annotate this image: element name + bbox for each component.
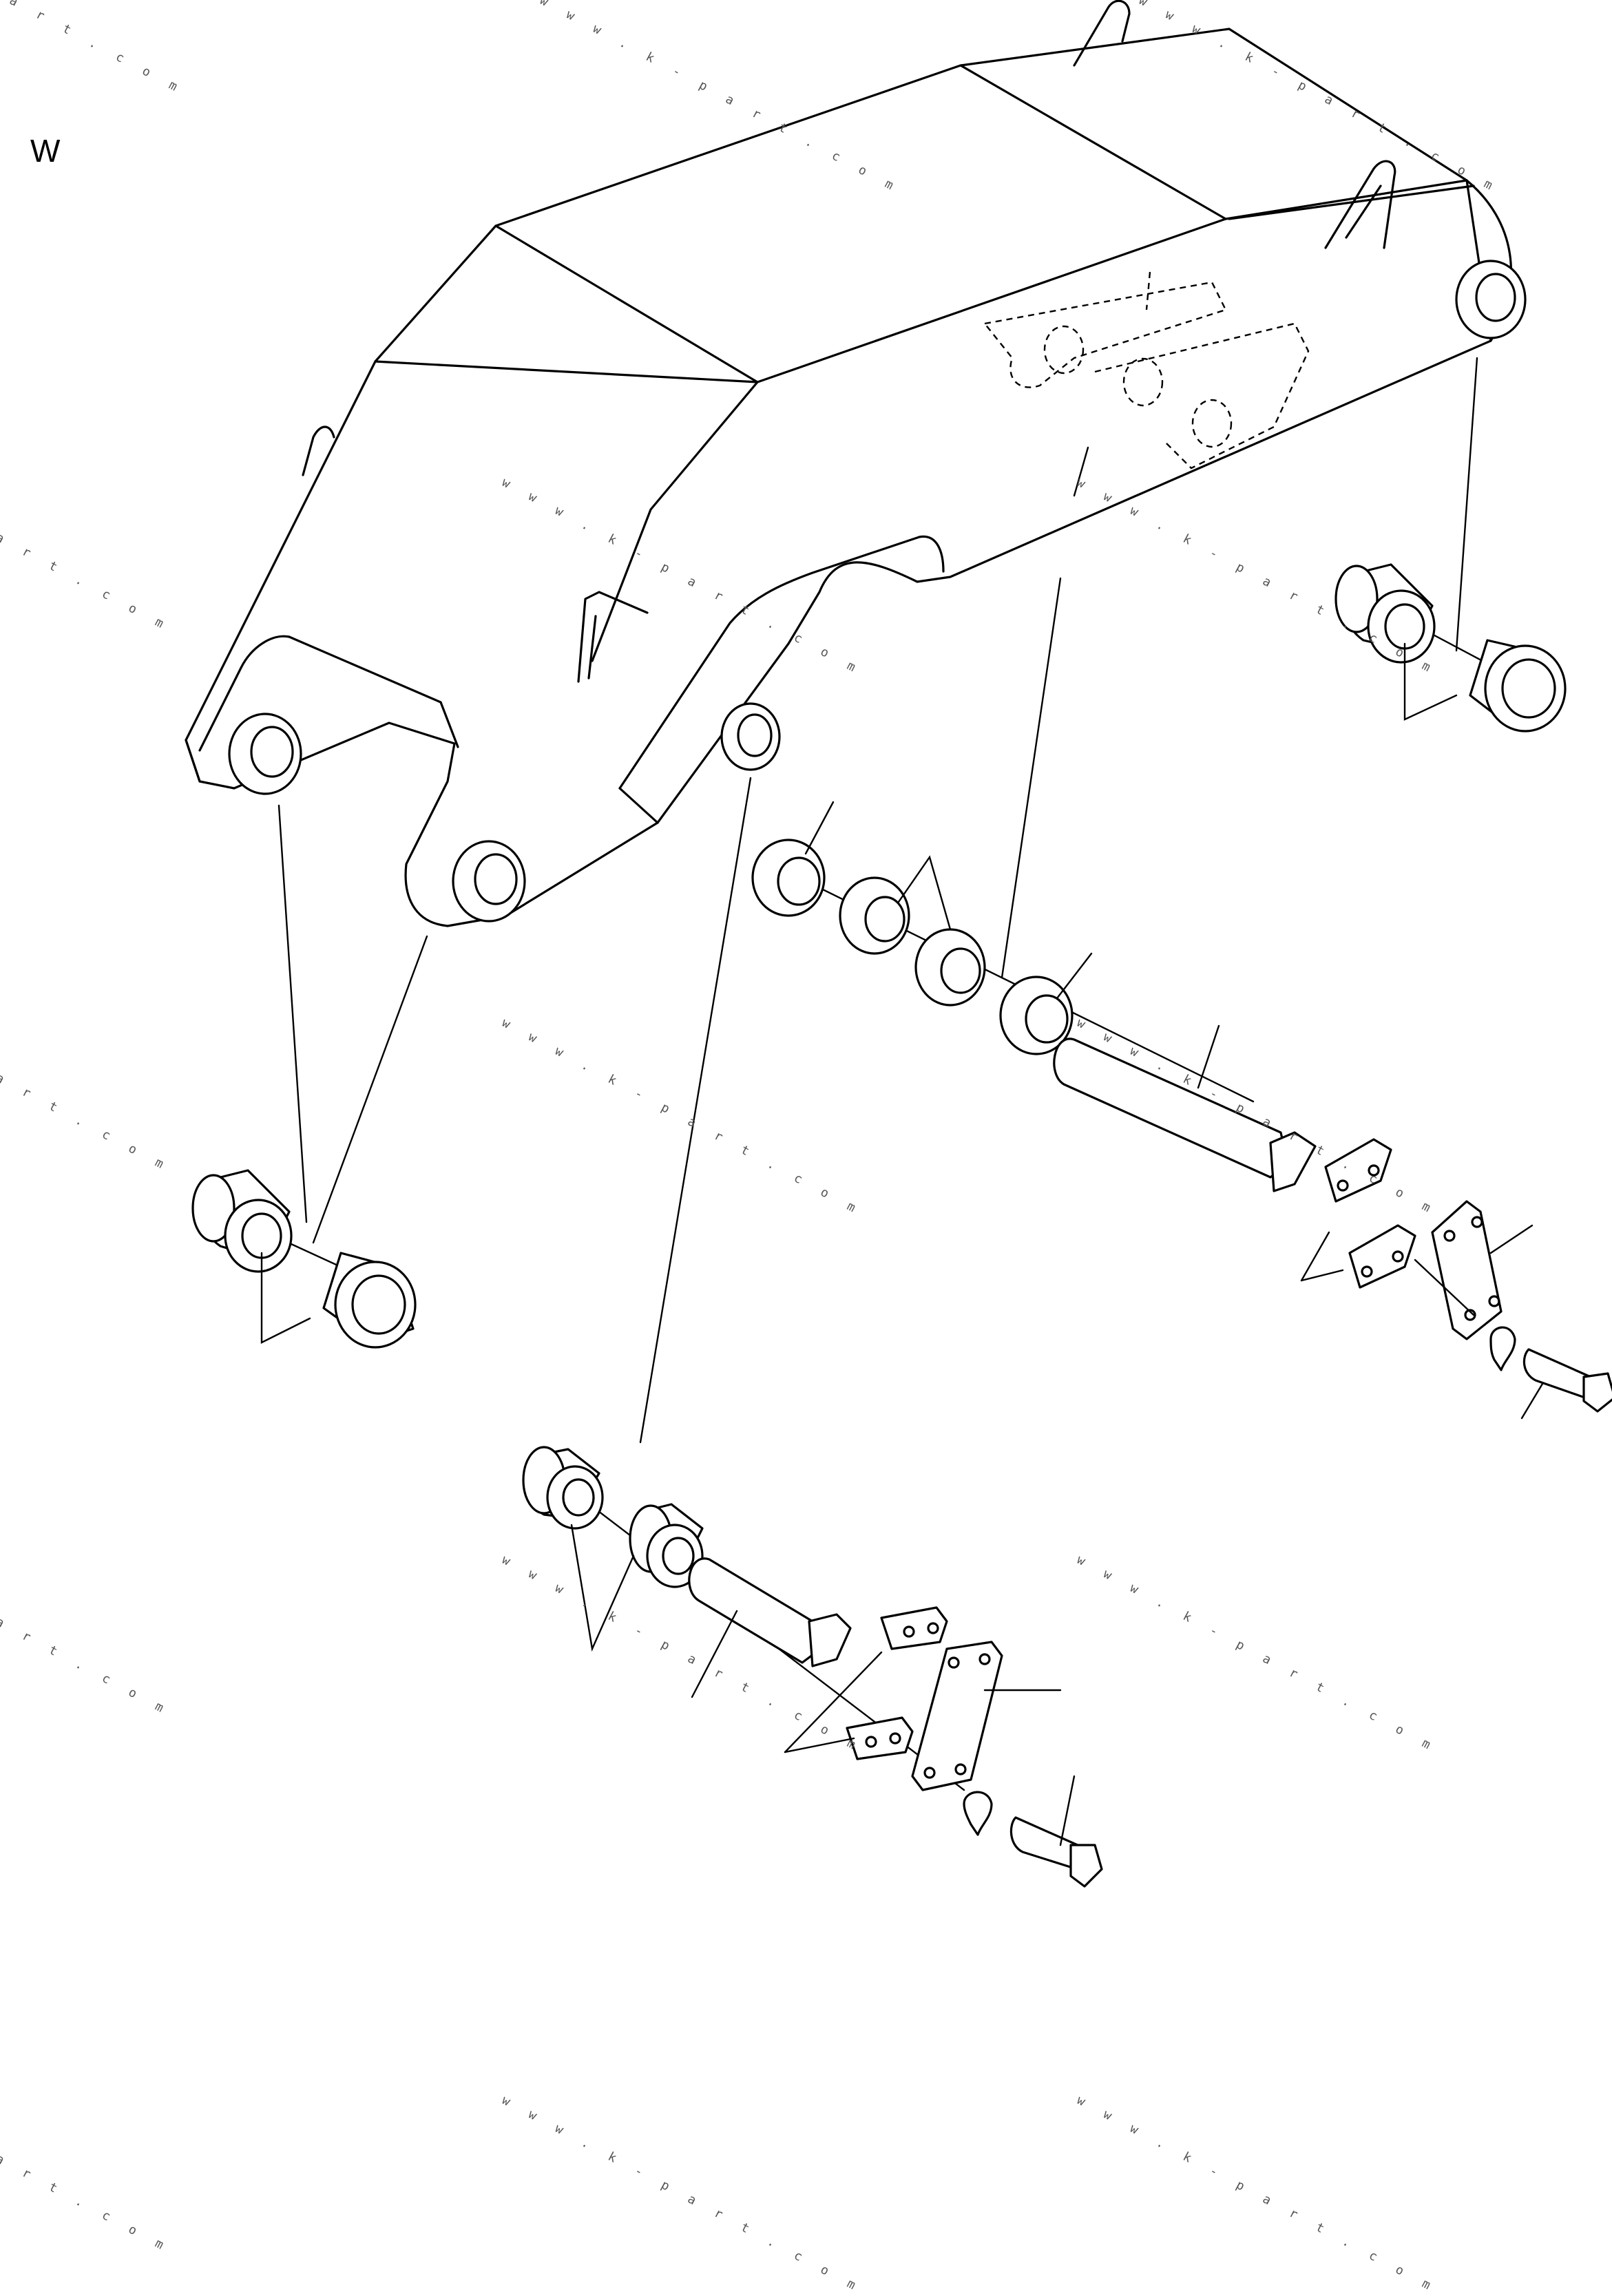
boom-tip-boss (1455, 260, 1527, 339)
cylinder-pin-assembly (751, 801, 1612, 1420)
boom-body (185, 0, 1513, 927)
tip-bushing-pair (1334, 563, 1567, 733)
view-label: W (30, 133, 61, 169)
cylinder-mount-boss (720, 702, 781, 771)
boom-foot-boss-lower (452, 840, 526, 923)
boom-foot-boss-left (228, 713, 302, 795)
hidden-cylinder-bracket (983, 271, 1310, 470)
foot-pin-assembly (522, 1446, 1103, 1888)
leader-lines (278, 357, 1478, 1444)
foot-bushing-pair (191, 1169, 417, 1349)
